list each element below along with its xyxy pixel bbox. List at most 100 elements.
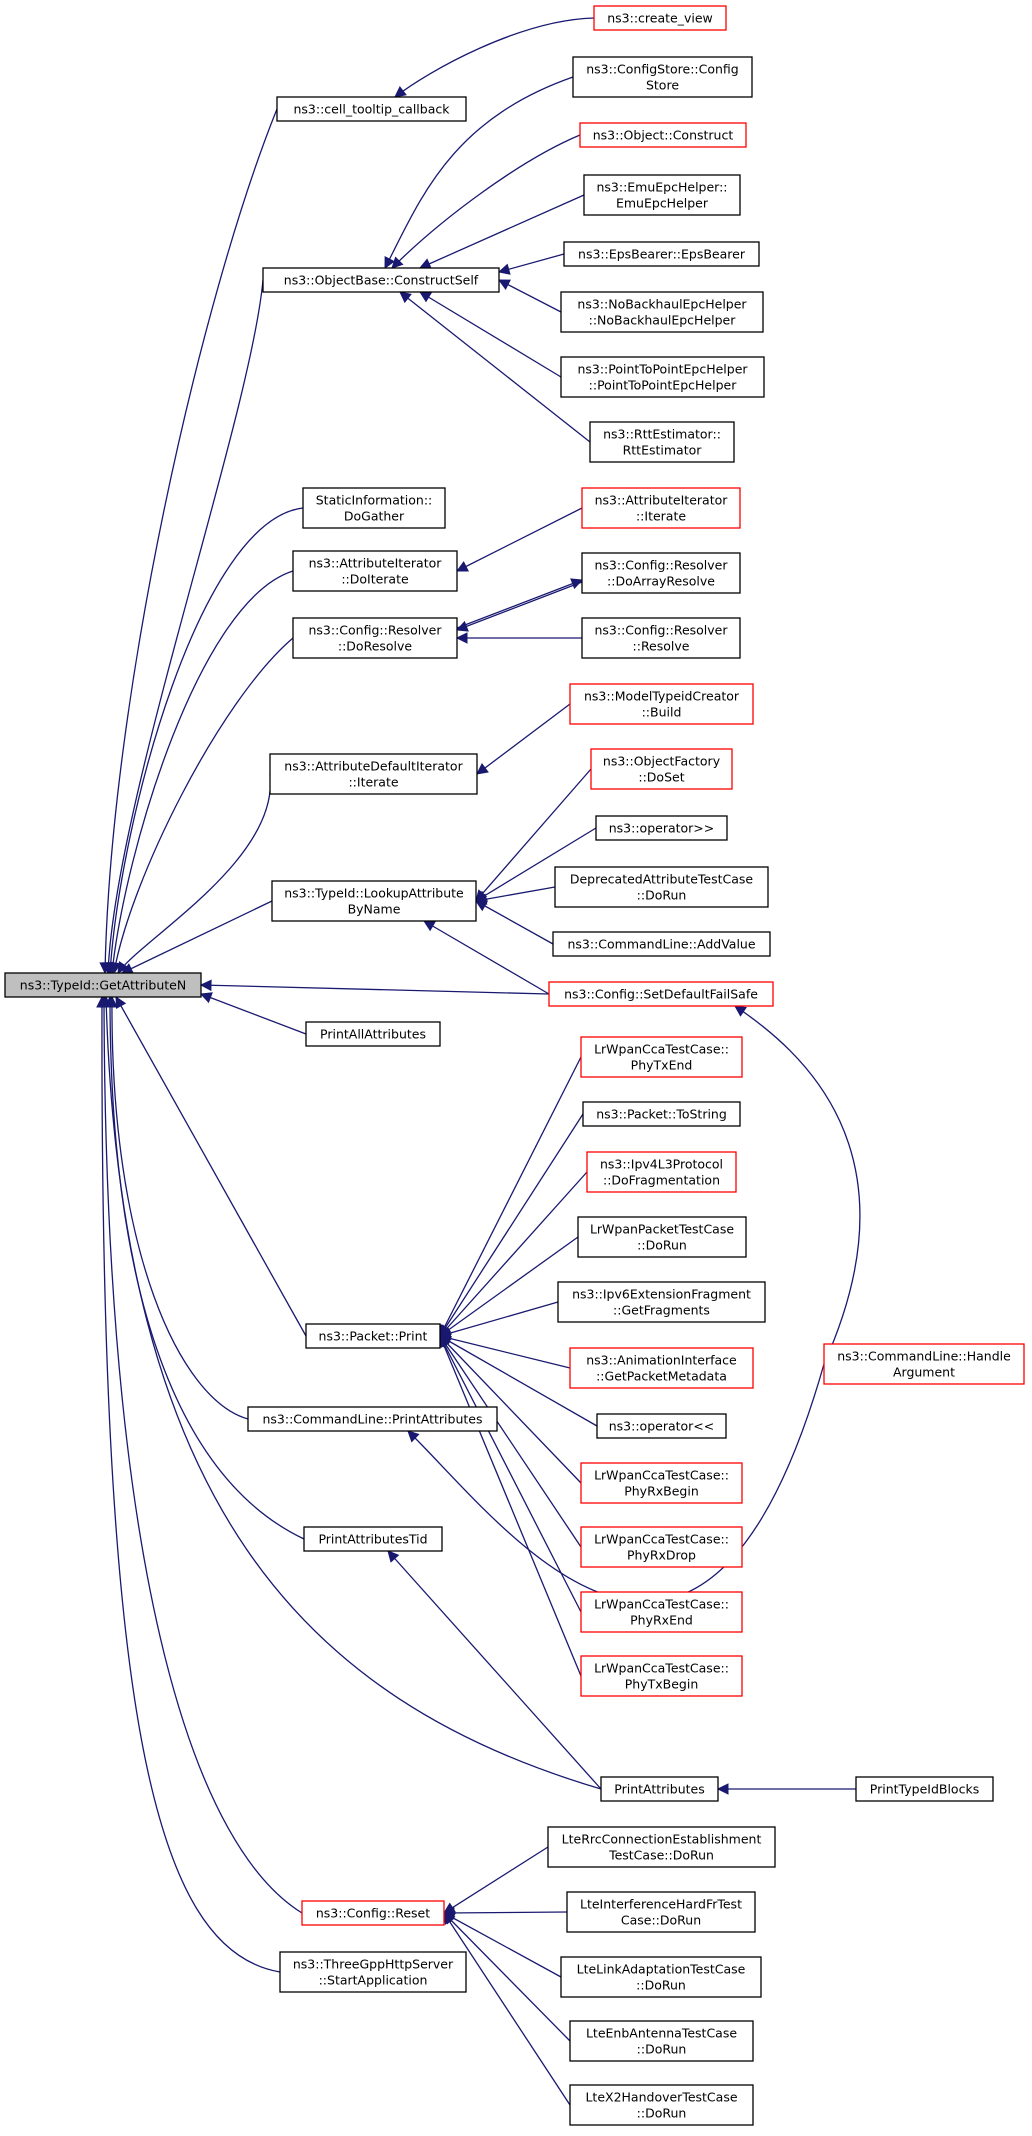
- node-label: ns3::Packet::Print: [319, 1329, 428, 1344]
- node-label: ::DoFragmentation: [603, 1173, 720, 1188]
- node-label: ns3::ObjectBase::ConstructSelf: [284, 273, 479, 288]
- node-label: LrWpanPacketTestCase: [590, 1222, 734, 1237]
- node-printattrs[interactable]: PrintAttributes: [600, 1776, 719, 1802]
- node-lrwpan_txbegin[interactable]: LrWpanCcaTestCase::PhyTxBegin: [580, 1655, 743, 1697]
- node-threegpp[interactable]: ns3::ThreeGppHttpServer::StartApplicatio…: [279, 1951, 467, 1993]
- node-lteenbant[interactable]: LteEnbAntennaTestCase::DoRun: [569, 2020, 754, 2062]
- arrowhead-icon: [455, 632, 468, 644]
- node-box: [262, 267, 500, 293]
- arrowhead-icon: [407, 1430, 420, 1443]
- node-nobackhaul[interactable]: ns3::NoBackhaulEpcHelper::NoBackhaulEpcH…: [560, 291, 764, 333]
- node-create_view[interactable]: ns3::create_view: [593, 5, 727, 31]
- node-lrwpan_rxend[interactable]: LrWpanCcaTestCase::PhyRxEnd: [580, 1591, 743, 1633]
- node-label: ::DoIterate: [341, 572, 409, 587]
- arrowhead-icon: [716, 1783, 729, 1795]
- call-edge: [498, 279, 562, 313]
- node-pkt_tostring[interactable]: ns3::Packet::ToString: [582, 1101, 741, 1127]
- node-printattrtid[interactable]: PrintAttributesTid: [303, 1526, 443, 1552]
- node-deprecated[interactable]: DeprecatedAttributeTestCase::DoRun: [554, 866, 769, 908]
- node-box: [593, 5, 727, 31]
- node-staticinfo[interactable]: StaticInformation::DoGather: [302, 487, 446, 529]
- node-addvalue[interactable]: ns3::CommandLine::AddValue: [552, 931, 771, 957]
- arrowhead-icon: [423, 920, 436, 932]
- node-lrwpan_rxbegin[interactable]: LrWpanCcaTestCase::PhyRxBegin: [580, 1462, 743, 1504]
- node-modeltypeid[interactable]: ns3::ModelTypeidCreator::Build: [569, 683, 754, 725]
- node-printtypeid[interactable]: PrintTypeIdBlocks: [855, 1776, 994, 1802]
- node-ltex2[interactable]: LteX2HandoverTestCase::DoRun: [569, 2084, 754, 2126]
- node-p2pepc[interactable]: ns3::PointToPointEpcHelper::PointToPoint…: [560, 356, 765, 398]
- call-edge: [101, 996, 281, 1973]
- node-objfactory[interactable]: ns3::ObjectFactory::DoSet: [590, 748, 733, 790]
- node-box: [580, 1526, 743, 1568]
- node-lterrc[interactable]: LteRrcConnectionEstablishmentTestCase::D…: [547, 1826, 776, 1868]
- node-label: ns3::Config::SetDefaultFailSafe: [564, 987, 758, 1002]
- node-label: ::DoArrayResolve: [607, 574, 715, 589]
- arrowhead-icon: [199, 992, 213, 1004]
- node-label: ns3::AttributeDefaultIterator: [284, 759, 463, 774]
- arrowhead-icon: [475, 900, 488, 912]
- node-attrdefault[interactable]: ns3::AttributeDefaultIterator::Iterate: [269, 753, 478, 795]
- node-box: [581, 487, 741, 529]
- node-attriter_doit[interactable]: ns3::AttributeIterator::DoIterate: [292, 550, 458, 592]
- node-op_out[interactable]: ns3::operator<<: [596, 1413, 727, 1439]
- node-lrwpan_pkt[interactable]: LrWpanPacketTestCase::DoRun: [577, 1216, 747, 1258]
- node-config_reset[interactable]: ns3::Config::Reset: [301, 1900, 445, 1926]
- node-lrwpan_txend[interactable]: LrWpanCcaTestCase::PhyTxEnd: [580, 1036, 743, 1078]
- node-label: ByName: [348, 902, 401, 917]
- call-edge: [456, 581, 583, 631]
- node-box: [823, 1343, 1025, 1385]
- node-label: ::GetFragments: [613, 1303, 710, 1318]
- node-cl_printattr[interactable]: ns3::CommandLine::PrintAttributes: [247, 1406, 498, 1432]
- call-edge: [439, 1335, 598, 1427]
- node-box: [589, 421, 735, 463]
- node-label: ::DoResolve: [338, 639, 413, 654]
- node-rtt[interactable]: ns3::RttEstimator::RttEstimator: [589, 421, 735, 463]
- call-edge: [109, 507, 304, 974]
- node-box: [547, 1826, 776, 1868]
- node-printall[interactable]: PrintAllAttributes: [305, 1021, 441, 1047]
- node-box: [303, 1526, 443, 1552]
- node-label: ns3::AnimationInterface: [586, 1353, 737, 1368]
- node-pkt_print[interactable]: ns3::Packet::Print: [305, 1323, 441, 1349]
- call-edge: [475, 886, 556, 902]
- call-edge: [443, 1912, 571, 2042]
- node-resolver_arr[interactable]: ns3::Config::Resolver::DoArrayResolve: [581, 552, 741, 594]
- node-configstore[interactable]: ns3::ConfigStore::ConfigStore: [572, 56, 753, 98]
- node-ipv6frag[interactable]: ns3::Ipv6ExtensionFragment::GetFragments: [557, 1281, 766, 1323]
- node-getattr[interactable]: ns3::TypeId::GetAttributeN: [4, 972, 202, 998]
- node-box: [552, 931, 771, 957]
- node-op_in[interactable]: ns3::operator>>: [595, 815, 728, 841]
- node-setdefault[interactable]: ns3::Config::SetDefaultFailSafe: [548, 981, 774, 1007]
- node-lrwpan_rxdrop[interactable]: LrWpanCcaTestCase::PhyRxDrop: [580, 1526, 743, 1568]
- arrowhead-icon: [115, 996, 127, 1009]
- node-box: [4, 972, 202, 998]
- node-resolver_dores[interactable]: ns3::Config::Resolver::DoResolve: [292, 617, 458, 659]
- node-anim[interactable]: ns3::AnimationInterface::GetPacketMetada…: [569, 1347, 754, 1389]
- node-cell_tooltip[interactable]: ns3::cell_tooltip_callback: [276, 96, 467, 122]
- node-ipv4frag[interactable]: ns3::Ipv4L3Protocol::DoFragmentation: [586, 1151, 737, 1193]
- node-label: PrintAllAttributes: [320, 1027, 426, 1042]
- node-box: [580, 1462, 743, 1504]
- call-edge: [443, 1911, 568, 1914]
- arrowhead-icon: [110, 961, 122, 975]
- node-objconstruct[interactable]: ns3::Object::Construct: [579, 122, 747, 148]
- node-constructself[interactable]: ns3::ObjectBase::ConstructSelf: [262, 267, 500, 293]
- node-label: ns3::ThreeGppHttpServer: [293, 1957, 454, 1972]
- call-edge: [117, 773, 271, 974]
- node-label: ns3::Config::Resolver: [594, 623, 728, 638]
- arrowhead-icon: [570, 578, 584, 590]
- node-label: ns3::TypeId::LookupAttribute: [284, 886, 464, 901]
- call-edge: [443, 1846, 549, 1914]
- node-ltelinkadapt[interactable]: LteLinkAdaptationTestCase::DoRun: [560, 1956, 762, 1998]
- node-label: ns3::cell_tooltip_callback: [294, 102, 451, 117]
- node-attriter_it[interactable]: ns3::AttributeIterator::Iterate: [581, 487, 741, 529]
- node-box: [292, 550, 458, 592]
- node-emuepc[interactable]: ns3::EmuEpcHelper::EmuEpcHelper: [583, 174, 741, 216]
- node-epsbearer[interactable]: ns3::EpsBearer::EpsBearer: [563, 241, 760, 267]
- node-resolver_res[interactable]: ns3::Config::Resolver::Resolve: [581, 617, 741, 659]
- node-box: [276, 96, 467, 122]
- node-label: PrintTypeIdBlocks: [870, 1782, 979, 1797]
